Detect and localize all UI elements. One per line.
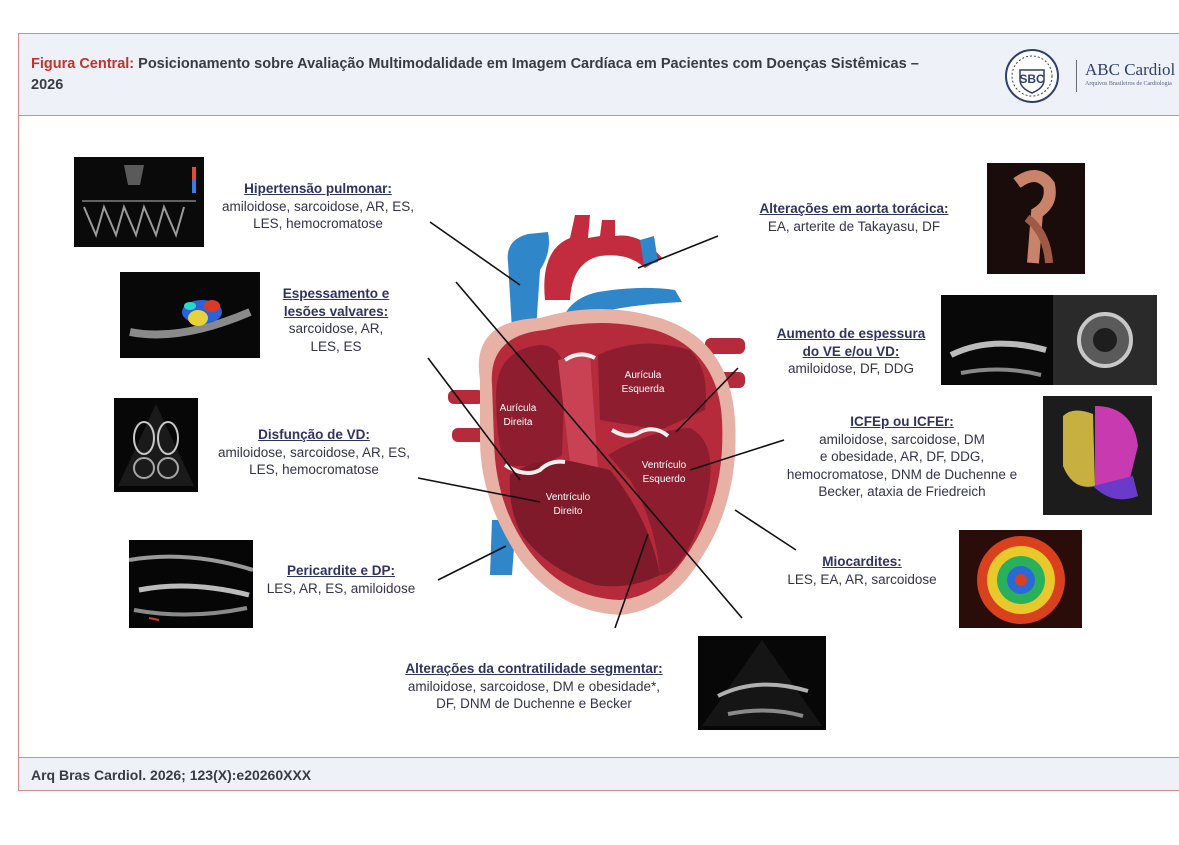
- callout-line: amiloidose, sarcoidose, AR, ES,: [217, 444, 411, 460]
- leader-icf: [689, 439, 785, 471]
- callout-rv-dysfunction: Disfunção de VD: amiloidose, sarcoidose,…: [192, 426, 436, 479]
- label-lv-1: Ventrículo: [642, 460, 687, 471]
- pulmonary-artery: [558, 287, 682, 345]
- label-lv-2: Esquerdo: [643, 474, 686, 485]
- callout-heading: do VE e/ou VD:: [802, 343, 900, 359]
- leader-ev: [427, 357, 521, 481]
- callout-line: amiloidose, DF, DDG: [787, 361, 915, 376]
- doppler-image: [74, 157, 204, 247]
- pulmonary-vein-4: [452, 428, 488, 442]
- label-ra-2: Direita: [504, 417, 533, 428]
- aorta-ct-image: [987, 163, 1085, 274]
- callout-myocarditis: Miocardites: LES, EA, AR, sarcoidose: [768, 553, 956, 588]
- label-rv-2: Direito: [554, 506, 583, 517]
- leader-dvd: [417, 477, 541, 503]
- right-ventricle: [509, 460, 660, 587]
- callout-line: LES, AR, ES, amiloidose: [266, 580, 416, 596]
- callout-heart-failure: ICFEp ou ICFEr: amiloidose, sarcoidose, …: [760, 413, 1044, 501]
- journal-subtitle: Arquivos Brasileiros de Cardiologia: [1085, 81, 1172, 87]
- svg-text:SBC: SBC: [1019, 72, 1045, 86]
- four-chamber-echo-image: [114, 398, 198, 492]
- leader-pdp: [437, 545, 507, 581]
- aortic-valve: [563, 352, 596, 362]
- right-atrium: [496, 345, 565, 467]
- leader-mio: [734, 509, 797, 551]
- pericardial-echo-image: [129, 540, 253, 628]
- color-doppler-image: [120, 272, 260, 358]
- leader-hp: [429, 221, 521, 286]
- callout-line: LES, hemocromatose: [253, 216, 383, 231]
- journal-name: ABC Cardiol: [1085, 60, 1176, 79]
- pulmonary-vein-1: [705, 338, 745, 354]
- callout-heading: Alterações em aorta torácica:: [759, 201, 949, 216]
- t1-map-image: [959, 530, 1082, 628]
- callout-line: Becker, ataxia de Friedreich: [818, 484, 986, 499]
- callout-segmental-contractility: Alterações da contratilidade segmentar: …: [372, 660, 696, 713]
- mitral-valve: [610, 427, 670, 438]
- title-prefix: Figura Central:: [31, 56, 135, 72]
- callout-line: sarcoidose, AR,: [288, 321, 384, 336]
- callout-line: amiloidose, sarcoidose, DM e obesidade*,: [407, 678, 661, 694]
- callout-line: hemocromatose, DNM de Duchenne e: [786, 466, 1018, 482]
- callout-line: EA, arterite de Takayasu, DF: [767, 218, 941, 234]
- callout-pericarditis: Pericardite e DP: LES, AR, ES, amiloidos…: [246, 562, 436, 597]
- callout-line: LES, EA, AR, sarcoidose: [787, 571, 937, 587]
- title-text: Posicionamento sobre Avaliação Multimoda…: [31, 56, 919, 93]
- cmr-3d-image: [1043, 396, 1152, 515]
- leader-lines: [417, 221, 797, 629]
- callout-line: e obesidade, AR, DF, DDG,: [819, 449, 985, 464]
- label-ra-1: Aurícula: [500, 403, 537, 414]
- callout-heading: lesões valvares:: [283, 303, 389, 319]
- tricuspid-valve: [503, 459, 566, 476]
- pulmonary-branch: [640, 236, 658, 266]
- pulmonary-vein-3: [448, 390, 484, 404]
- leader-acs-2: [614, 533, 649, 629]
- label-rv-1: Ventrículo: [546, 492, 591, 503]
- callout-line: amiloidose, sarcoidose, DM: [819, 431, 985, 447]
- callout-heading: Miocardites:: [822, 554, 902, 569]
- callout-pulmonary-hypertension: Hipertensão pulmonar: amiloidose, sarcoi…: [196, 180, 440, 233]
- figure-title: Figura Central: Posicionamento sobre Ava…: [31, 54, 941, 96]
- callout-heading: ICFEp ou ICFEr:: [850, 414, 954, 429]
- figure-frame: [18, 33, 1179, 791]
- callout-heading: Aumento de espessura: [776, 326, 926, 341]
- callout-line: amiloidose, sarcoidose, AR, ES,: [221, 198, 415, 214]
- callout-wall-thickness: Aumento de espessura do VE e/ou VD: amil…: [758, 325, 944, 378]
- callout-thoracic-aorta: Alterações em aorta torácica: EA, arteri…: [732, 200, 976, 235]
- leader-aev: [675, 367, 739, 433]
- superior-vena-cava: [507, 232, 549, 330]
- leader-acs-1: [455, 281, 743, 619]
- logo-divider: [1076, 60, 1077, 92]
- callout-heading: Hipertensão pulmonar:: [244, 181, 392, 196]
- left-ventricle: [608, 428, 711, 575]
- figure-header: Figura Central: Posicionamento sobre Ava…: [19, 34, 1179, 116]
- segmental-echo-image: [698, 636, 826, 730]
- callout-valve-thickening: Espessamento e lesões valvares: sarcoido…: [266, 285, 406, 355]
- label-la-2: Esquerda: [622, 384, 665, 395]
- citation: Arq Bras Cardiol. 2026; 123(X):e20260XXX: [31, 767, 312, 783]
- callout-heading: Pericardite e DP:: [286, 563, 396, 578]
- callout-heading: Espessamento e: [282, 286, 390, 301]
- callout-line: LES, ES: [310, 338, 362, 354]
- sbc-logo: SBC: [1005, 49, 1059, 103]
- echo-cmr-pair-image: [941, 295, 1157, 385]
- callout-heading: Disfunção de VD:: [258, 427, 370, 442]
- aortic-arch: [544, 215, 662, 300]
- callout-heading: Alterações da contratilidade segmentar:: [405, 661, 663, 676]
- leader-aat: [637, 235, 719, 269]
- callout-line: DF, DNM de Duchenne e Becker: [436, 696, 632, 711]
- left-atrium: [598, 343, 706, 430]
- callout-line: LES, hemocromatose: [249, 462, 379, 477]
- aortic-root: [558, 355, 598, 480]
- label-la-1: Aurícula: [625, 370, 662, 381]
- figure-footer: Arq Bras Cardiol. 2026; 123(X):e20260XXX: [19, 757, 1179, 790]
